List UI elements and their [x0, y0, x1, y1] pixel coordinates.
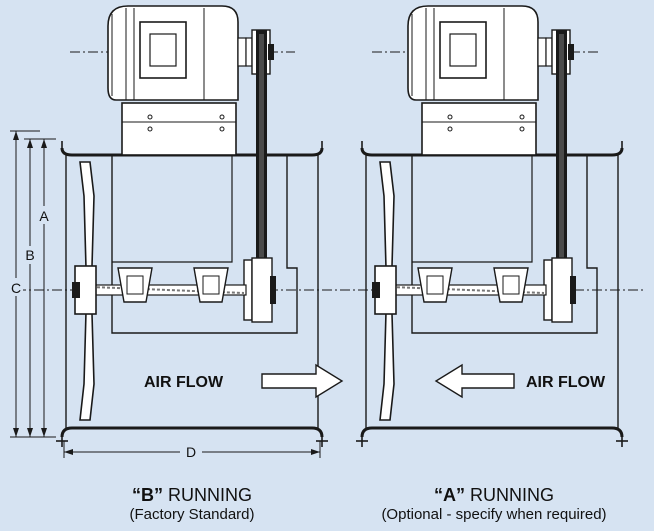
- air-flow-arrow-left-icon: [434, 363, 515, 399]
- caption-b-quote: “B”: [132, 485, 163, 505]
- dim-d-label: D: [186, 444, 196, 460]
- caption-a-quote: “A”: [434, 485, 465, 505]
- caption-a-running-text: RUNNING: [465, 485, 554, 505]
- dim-b-label: B: [25, 247, 34, 263]
- caption-a-subtitle: (Optional - specify when required): [381, 506, 607, 523]
- dimension-lines: [10, 130, 321, 458]
- caption-a-running: “A” RUNNING (Optional - specify when req…: [336, 484, 652, 524]
- caption-b-running: “B” RUNNING (Factory Standard): [92, 484, 292, 524]
- dim-a-label: A: [39, 208, 49, 224]
- caption-b-running-text: RUNNING: [163, 485, 252, 505]
- air-flow-label-left: AIR FLOW: [144, 374, 224, 391]
- caption-b-subtitle: (Factory Standard): [129, 506, 255, 523]
- dim-c-label: C: [11, 280, 21, 296]
- dimension-arrowheads: [13, 131, 320, 455]
- air-flow-arrow-right-icon: [261, 363, 344, 399]
- air-flow-label-right: AIR FLOW: [526, 374, 606, 391]
